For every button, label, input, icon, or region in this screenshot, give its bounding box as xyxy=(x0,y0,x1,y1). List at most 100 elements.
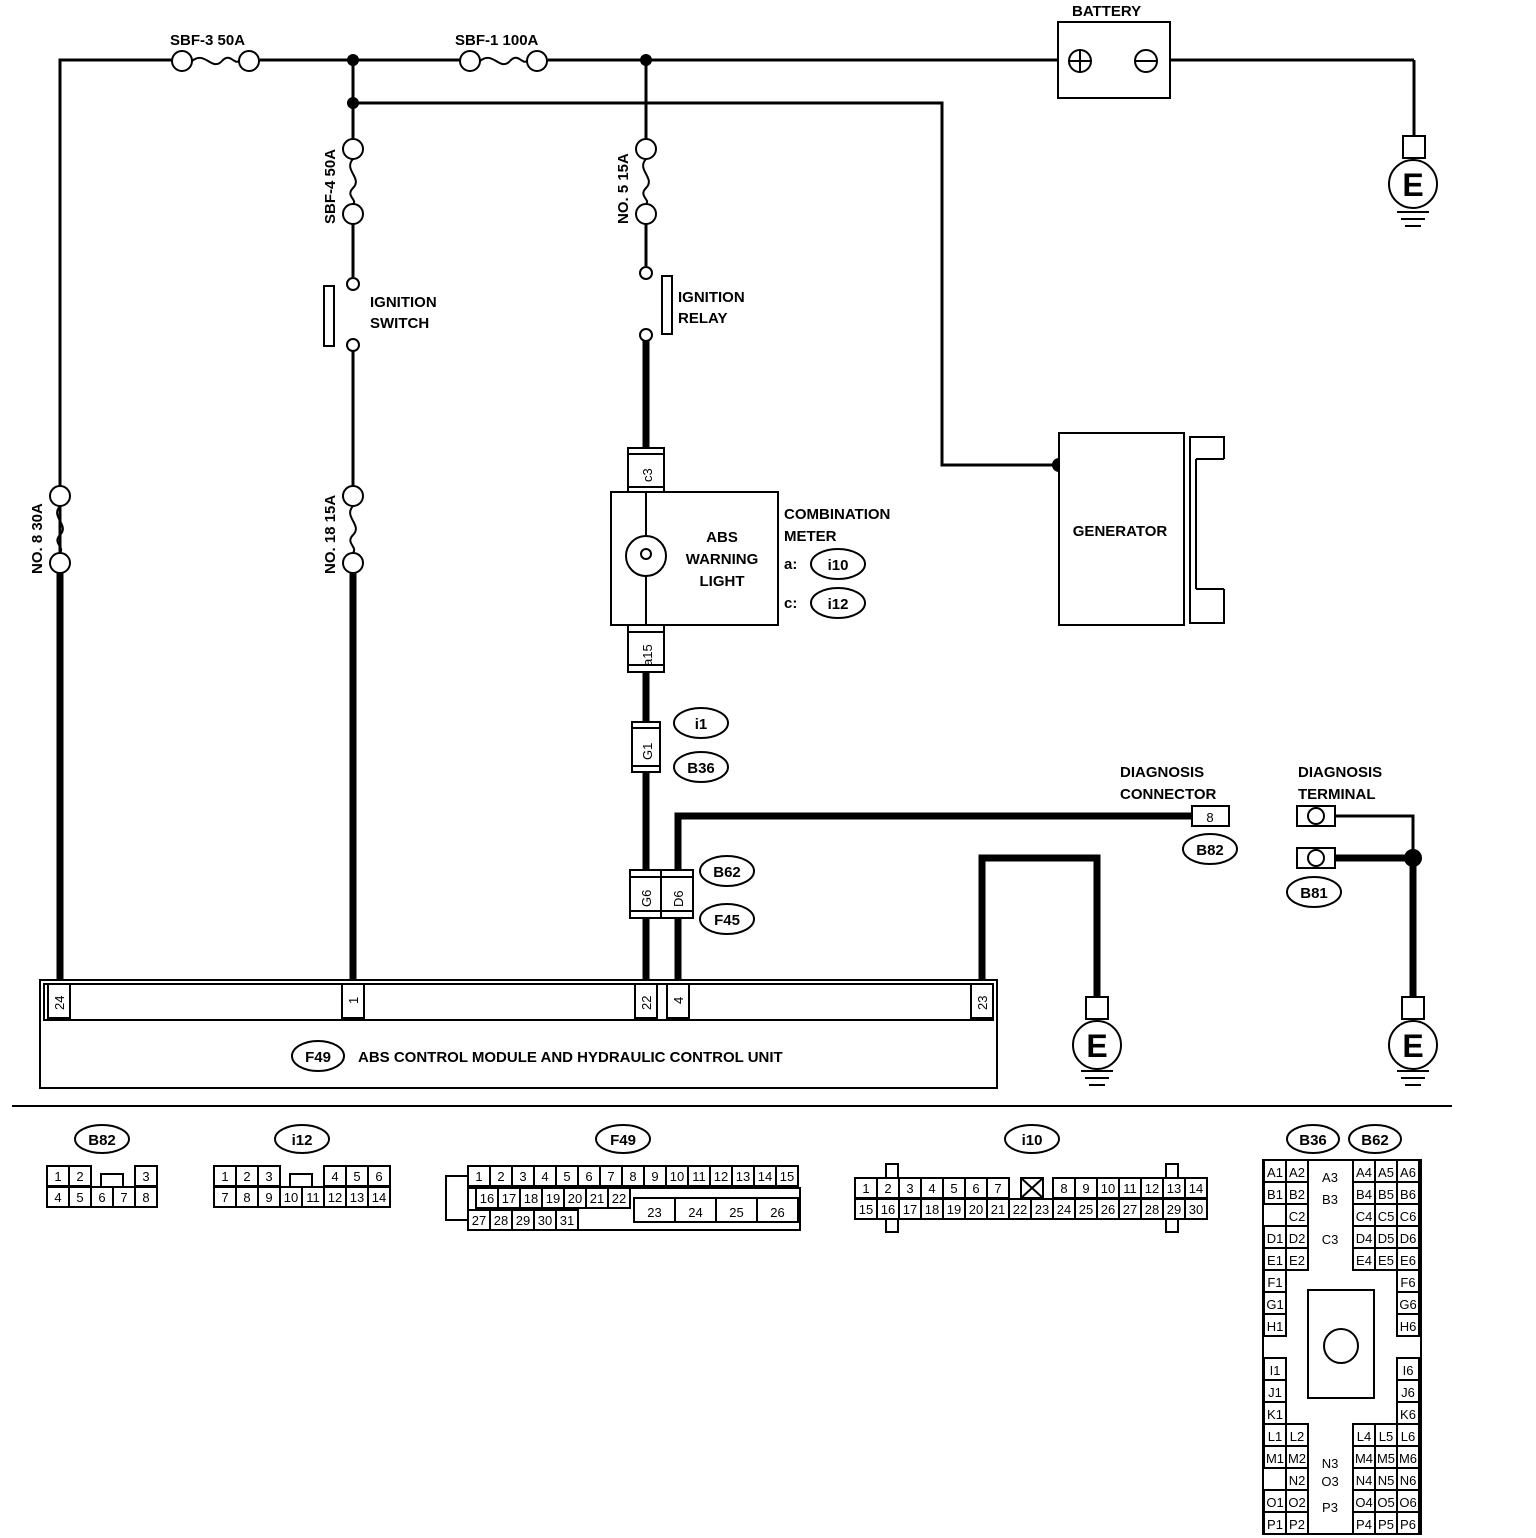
pin-label: N2 xyxy=(1289,1473,1306,1488)
pin-label: L4 xyxy=(1357,1429,1371,1444)
pin-label: 14 xyxy=(372,1190,386,1205)
meter-a-prefix: a: xyxy=(784,556,797,573)
diagnosis-connector: 8 DIAGNOSIS CONNECTOR B82 xyxy=(1120,764,1238,865)
pin-label: 29 xyxy=(516,1213,530,1228)
pin-label: D1 xyxy=(1267,1231,1284,1246)
connector-g1: G1 i1 B36 xyxy=(631,672,729,870)
pin-label: M2 xyxy=(1288,1451,1306,1466)
connector-view-b82-id: B82 xyxy=(88,1132,116,1149)
generator: GENERATOR xyxy=(1058,432,1226,626)
pin-label: J1 xyxy=(1268,1385,1282,1400)
pin-label: A5 xyxy=(1378,1165,1394,1180)
pin-label: 25 xyxy=(729,1205,743,1220)
pin-label: 9 xyxy=(1082,1181,1089,1196)
pin-label: 1 xyxy=(475,1169,482,1184)
pin-label: 10 xyxy=(1101,1181,1115,1196)
pin-label: 19 xyxy=(947,1202,961,1217)
pin-label: 13 xyxy=(736,1169,750,1184)
pin-label: D6 xyxy=(1400,1231,1417,1246)
pin-label: D2 xyxy=(1289,1231,1306,1246)
fuse-no-18-label: NO. 18 15A xyxy=(322,495,339,574)
pin-label: P4 xyxy=(1356,1517,1372,1532)
diagnosis-terminal: DIAGNOSIS TERMINAL B81 xyxy=(1286,764,1422,997)
ground-diagnosis-label: E xyxy=(1402,1028,1423,1064)
pin-label: 4 xyxy=(54,1190,61,1205)
meter-connector-i10: i10 xyxy=(828,557,849,574)
pin-label: B4 xyxy=(1356,1187,1372,1202)
connector-view-b62-id: B62 xyxy=(1361,1132,1389,1149)
connector-key xyxy=(289,1173,313,1186)
ignition-relay-circuit: NO. 5 15A IGNITION RELAY xyxy=(615,138,745,448)
abs-light-label-3: LIGHT xyxy=(700,573,745,590)
pin-label: 8 xyxy=(142,1190,149,1205)
connector-view-i12-id: i12 xyxy=(292,1132,313,1149)
pin-label: 9 xyxy=(265,1190,272,1205)
pin-label: E1 xyxy=(1267,1253,1283,1268)
pin-label: 16 xyxy=(480,1191,494,1206)
abs-pin-22: 22 xyxy=(634,983,658,1019)
ignition-relay-label-1: IGNITION xyxy=(678,289,745,306)
pin-label: L1 xyxy=(1268,1429,1282,1444)
pin-label: 4 xyxy=(331,1169,338,1184)
pin-label: 7 xyxy=(994,1181,1001,1196)
diagnosis-connector-label-1: DIAGNOSIS xyxy=(1120,764,1204,781)
ignition-switch-label-1: IGNITION xyxy=(370,294,437,311)
connector-b62: B62 xyxy=(713,864,741,881)
pin-cell xyxy=(607,1187,631,1209)
abs-light-label-2: WARNING xyxy=(686,551,759,568)
ignition-switch-circuit: SBF-4 50A NO. 18 15A IGNITION SWITCH xyxy=(322,138,437,982)
pin-label: 26 xyxy=(770,1205,784,1220)
abs-control-module: 24 1 22 4 23 F49 ABS CONTROL MODULE AND … xyxy=(39,979,998,1089)
connector-g6-d6: G6 D6 B62 F45 xyxy=(629,812,1192,982)
pin-label: 5 xyxy=(76,1190,83,1205)
pin-label: E5 xyxy=(1378,1253,1394,1268)
pin-label: 15 xyxy=(780,1169,794,1184)
pin-label: M1 xyxy=(1266,1451,1284,1466)
pin-label: F6 xyxy=(1400,1275,1415,1290)
pin-label: 27 xyxy=(472,1213,486,1228)
connector-latch xyxy=(445,1175,469,1221)
pin-g6: G6 xyxy=(639,890,654,907)
pin-cell xyxy=(555,1209,579,1231)
pin-label: 18 xyxy=(925,1202,939,1217)
meter-connector-i12: i12 xyxy=(828,596,849,613)
abs-pin-24: 24 xyxy=(47,983,71,1019)
pin-cell xyxy=(775,1165,799,1187)
pin-label: 18 xyxy=(524,1191,538,1206)
pin-label: D5 xyxy=(1378,1231,1395,1246)
connector-view-f49-id: F49 xyxy=(610,1132,636,1149)
pin-label: 20 xyxy=(969,1202,983,1217)
pin-label: M5 xyxy=(1377,1451,1395,1466)
pin-label: 6 xyxy=(375,1169,382,1184)
pin-label: B6 xyxy=(1400,1187,1416,1202)
pin-label: 27 xyxy=(1123,1202,1137,1217)
pin-label: 17 xyxy=(502,1191,516,1206)
abs-pin-4: 4 xyxy=(666,983,690,1019)
pin-label: M6 xyxy=(1399,1451,1417,1466)
pin-label: 2 xyxy=(884,1181,891,1196)
pin-label: B3 xyxy=(1322,1192,1338,1207)
pin-label: C2 xyxy=(1289,1209,1306,1224)
pin-label: 11 xyxy=(692,1169,706,1184)
combination-meter-label-1: COMBINATION xyxy=(784,506,890,523)
pin-label: I6 xyxy=(1403,1363,1414,1378)
pin-label: P3 xyxy=(1322,1500,1338,1515)
pin-label: 10 xyxy=(670,1169,684,1184)
pin-label: 10 xyxy=(284,1190,298,1205)
pin-label: 5 xyxy=(563,1169,570,1184)
pin-label: O1 xyxy=(1266,1495,1283,1510)
pin-label: 14 xyxy=(758,1169,772,1184)
pin-label: 7 xyxy=(221,1190,228,1205)
pin-label: N3 xyxy=(1322,1456,1339,1471)
pin-label: P2 xyxy=(1289,1517,1305,1532)
meter-c-prefix: c: xyxy=(784,595,797,612)
connector-b36: B36 xyxy=(687,760,715,777)
pin-label: 7 xyxy=(607,1169,614,1184)
pin-label: 22 xyxy=(1013,1202,1027,1217)
pin-cell xyxy=(367,1186,391,1208)
ground-diagnosis: E xyxy=(1388,996,1438,1086)
pin-label: E6 xyxy=(1400,1253,1416,1268)
fuse-sbf-3-label: SBF-3 50A xyxy=(170,32,245,49)
